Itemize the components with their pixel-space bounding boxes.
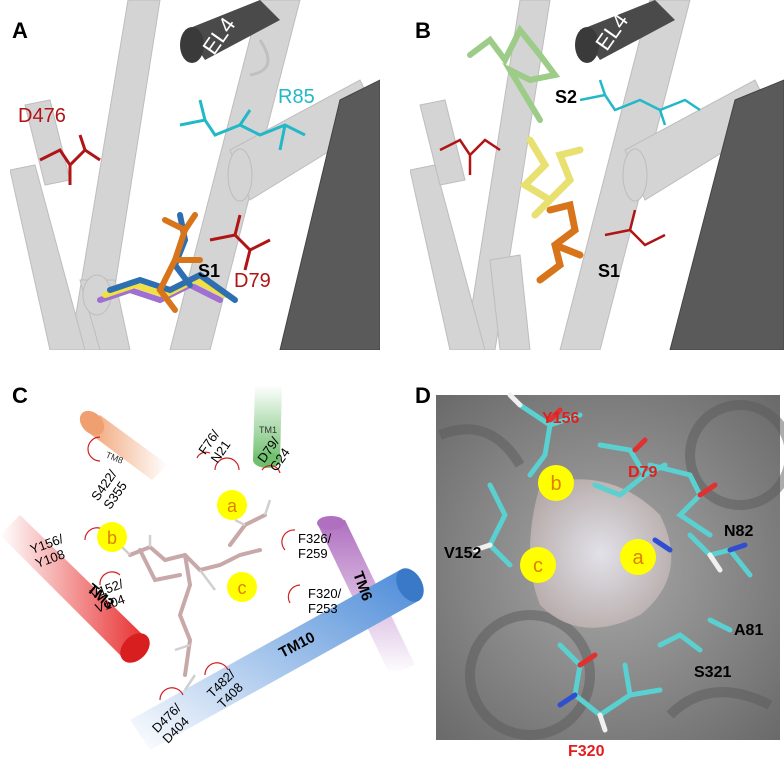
panel-a-s1-label: S1 bbox=[198, 261, 220, 281]
d-site-a-label: a bbox=[632, 547, 644, 569]
tm1-label: TM1 bbox=[259, 425, 277, 435]
label-f320: F320 bbox=[568, 743, 605, 760]
site-a-circle bbox=[217, 490, 247, 520]
dark-helix bbox=[669, 79, 784, 350]
d-site-a-circle bbox=[620, 539, 656, 575]
residue-labels: Y156 D79 F320 V152 N82 A81 S321 bbox=[444, 410, 763, 760]
panel-c-letter: C bbox=[12, 383, 28, 408]
site-c-circle bbox=[227, 572, 257, 602]
tm8-helix bbox=[79, 410, 168, 480]
ligand-s1 bbox=[536, 200, 584, 284]
binding-surface bbox=[530, 479, 672, 628]
site-c-label: c bbox=[238, 578, 247, 598]
d79-residue-sticks bbox=[209, 214, 271, 271]
r85-residue-sticks bbox=[179, 99, 306, 151]
label-n82: N82 bbox=[724, 523, 753, 540]
panel-a-image bbox=[10, 0, 380, 350]
ligand-yellow bbox=[519, 136, 584, 219]
site-b-circle bbox=[97, 522, 127, 552]
panel-d-image: b c a Y156 D79 F320 V152 N82 A81 S321 bbox=[436, 392, 784, 760]
site-circles bbox=[520, 465, 656, 583]
site-b-label: b bbox=[107, 528, 117, 548]
red-residue-sticks bbox=[439, 138, 666, 247]
el4-helix bbox=[575, 0, 675, 63]
background-ribbons bbox=[438, 400, 784, 740]
panel-c-diagram: a b c TM8 TM1 TM3 TM6 TM10 F76/N21 D79/G… bbox=[0, 385, 424, 750]
ligand-s2 bbox=[467, 24, 561, 123]
d-site-c-label: c bbox=[533, 555, 543, 577]
helix-cylinders bbox=[410, 0, 776, 350]
contact-arcs bbox=[84, 436, 301, 701]
panel-b: B EL4 S2 S1 bbox=[410, 0, 784, 350]
label-d79: D79 bbox=[628, 464, 657, 481]
res-f76-n21: F76/N21 bbox=[195, 427, 235, 466]
panel-a-r85-label: R85 bbox=[278, 86, 315, 108]
residue-sticks bbox=[472, 392, 753, 733]
label-s321: S321 bbox=[694, 664, 731, 681]
panel-a-letter: A bbox=[12, 18, 28, 43]
el4-helix bbox=[180, 0, 280, 63]
label-y156: Y156 bbox=[542, 410, 579, 427]
d476-residue-sticks bbox=[39, 134, 101, 185]
d-site-b-circle bbox=[538, 465, 574, 501]
panel-b-labels: EL4 S2 S1 bbox=[555, 9, 633, 281]
cyan-residue-sticks bbox=[579, 79, 701, 126]
res-f320-f253: F320/F253 bbox=[308, 586, 342, 616]
res-y156-y108: Y156/Y108 bbox=[28, 531, 71, 571]
panel-b-s1-label: S1 bbox=[598, 261, 620, 281]
panel-b-image bbox=[410, 0, 784, 350]
tm10-helix bbox=[130, 568, 424, 750]
dark-helix bbox=[279, 79, 380, 350]
panel-d-letter: D bbox=[415, 383, 431, 408]
tm1-helix bbox=[253, 385, 282, 468]
panel-a-el4-label: EL4 bbox=[197, 13, 240, 59]
d-site-b-label: b bbox=[550, 473, 561, 495]
panel-d: b c a Y156 D79 F320 V152 N82 A81 S321 D bbox=[410, 375, 784, 766]
d-site-c-circle bbox=[520, 547, 556, 583]
ligand-poses bbox=[97, 212, 238, 313]
panel-a: A EL4 D476 R85 S1 D79 bbox=[10, 0, 380, 350]
panel-a-labels: EL4 D476 R85 S1 D79 bbox=[18, 13, 315, 292]
panel-c: a b c TM8 TM1 TM3 TM6 TM10 F76/N21 D79/G… bbox=[0, 375, 430, 766]
label-a81: A81 bbox=[734, 622, 763, 639]
res-s422-s355: S422/S355 bbox=[88, 467, 132, 512]
loop bbox=[249, 39, 270, 77]
tm3-helix bbox=[0, 515, 150, 663]
site-circles bbox=[97, 490, 257, 602]
panel-a-d79-label: D79 bbox=[234, 270, 271, 292]
res-f326-f259: F326/F259 bbox=[298, 531, 332, 561]
site-a-label: a bbox=[227, 496, 238, 516]
panel-b-el4-label: EL4 bbox=[590, 9, 633, 55]
panel-b-s2-label: S2 bbox=[555, 87, 577, 107]
panel-a-d476-label: D476 bbox=[18, 105, 66, 127]
ligand-hydrogens bbox=[119, 499, 272, 691]
label-v152: V152 bbox=[444, 545, 481, 562]
panel-b-letter: B bbox=[415, 18, 431, 43]
residue-labels: F76/N21 D79/G24 S422/S355 Y156/Y108 V152… bbox=[28, 427, 342, 746]
